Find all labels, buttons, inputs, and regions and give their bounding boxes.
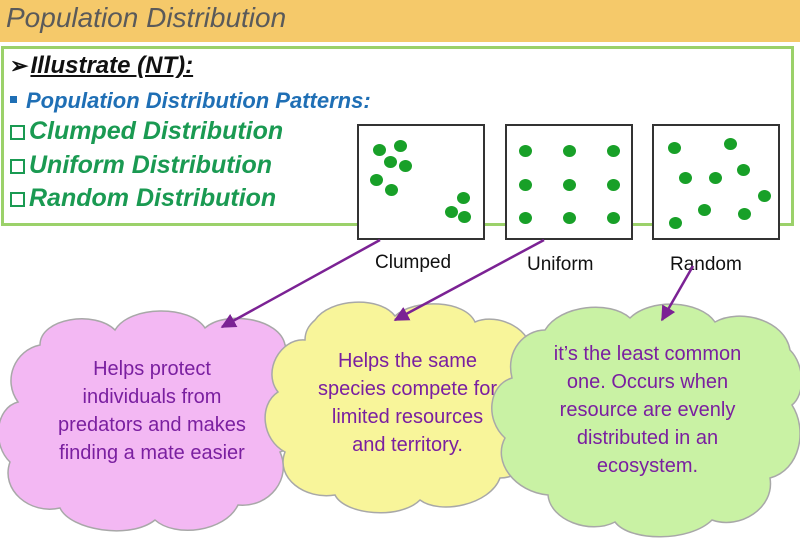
random-arrow [660,265,695,322]
organism-dot [399,160,412,172]
organism-dot [445,206,458,218]
clumped-arrow [220,238,381,329]
organism-dot [519,179,532,191]
illustrate-label: Illustrate (NT): [30,52,194,79]
organism-dot [457,192,470,204]
list-item-label: Random Distribution [29,184,277,212]
list-item: Uniform Distribution [10,151,272,180]
illustrate-line: ➢Illustrate (NT): [10,52,193,80]
green-cloud-text: it’s the least common one. Occurs when r… [553,343,742,477]
organism-dot [373,144,386,156]
organism-dot [709,172,722,184]
clumped-label: Clumped [375,252,452,273]
checkbox-icon [10,192,25,207]
organism-dot [668,142,681,154]
organism-dot [563,179,576,191]
organism-dot [679,172,692,184]
header-banner: Population Distribution [0,0,800,42]
random-label: Random [670,254,742,275]
yellow-cloud [264,301,545,514]
square-bullet-icon [10,95,17,103]
list-item: Random Distribution [10,184,276,213]
yellow-cloud-text: Helps the same species compete for limit… [318,350,497,456]
clumped-pattern-box [357,124,485,240]
list-item-label: Uniform Distribution [29,151,273,179]
list-item: Clumped Distribution [10,117,283,146]
pink-cloud-text: Helps protect individuals from predators… [58,358,246,464]
organism-dot [669,217,682,229]
organism-dot [607,212,620,224]
organism-dot [385,184,398,196]
arrow-bullet-icon: ➢ [10,53,29,78]
checkbox-icon [10,159,25,174]
random-pattern-box [652,124,780,240]
organism-dot [607,145,620,157]
organism-dot [698,204,711,216]
uniform-label: Uniform [527,254,594,275]
uniform-pattern-box [505,124,633,240]
pink-cloud [0,310,304,532]
green-cloud [491,303,800,538]
organism-dot [384,156,397,168]
organism-dot [563,145,576,157]
checkbox-icon [10,125,25,140]
organism-dot [563,212,576,224]
organism-dot [370,174,383,186]
organism-dot [758,190,771,202]
patterns-heading-line: Population Distribution Patterns: [10,88,371,114]
organism-dot [519,145,532,157]
organism-dot [737,164,750,176]
organism-dot [607,179,620,191]
patterns-heading: Population Distribution Patterns: [26,88,371,113]
uniform-arrow [393,238,545,322]
organism-dot [458,211,471,223]
organism-dot [519,212,532,224]
page-title: Population Distribution [6,2,287,33]
organism-dot [724,138,737,150]
organism-dot [738,208,751,220]
list-item-label: Clumped Distribution [29,117,284,145]
organism-dot [394,140,407,152]
